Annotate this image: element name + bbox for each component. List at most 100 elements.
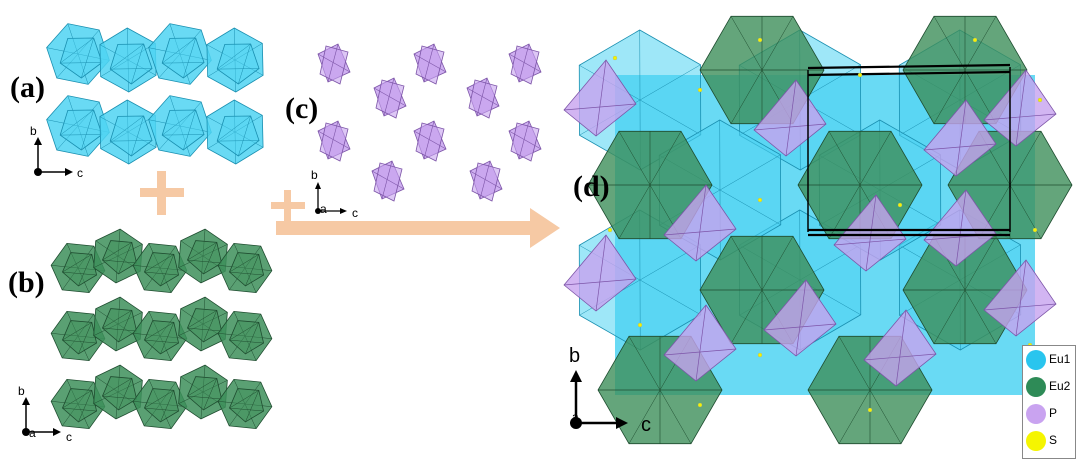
- eu2-polyhedron-inner: [186, 308, 223, 343]
- polyhedron-edge: [327, 120, 339, 160]
- polyhedron-edge: [144, 390, 174, 409]
- polyhedron-edge: [423, 120, 435, 160]
- panel-d-axis-b-label: b: [569, 345, 580, 367]
- panel-b-label: (b): [8, 266, 45, 299]
- legend-label: Eu1: [1049, 352, 1071, 366]
- p-tetrahedron: [319, 45, 349, 85]
- p-tetrahedron: [471, 162, 501, 202]
- polyhedron-edge: [160, 254, 175, 287]
- p-swatch-icon: [1026, 404, 1046, 424]
- s-atom: [897, 202, 903, 208]
- eu2-polyhedron-inner: [101, 308, 138, 343]
- eu2-polyhedron-inner: [101, 376, 138, 411]
- polyhedron-edge: [60, 109, 94, 136]
- polyhedron-edge: [102, 395, 137, 400]
- p-tetrahedron: [510, 45, 540, 85]
- eu2-polyhedron-inner: [228, 320, 265, 355]
- polyhedron-edge: [795, 279, 807, 357]
- polyhedron-edge: [187, 327, 222, 332]
- polyhedron-edge: [160, 322, 175, 355]
- panel-c-label: (c): [285, 92, 318, 125]
- polyhedron-edge: [60, 37, 94, 64]
- eu2-swatch-icon: [1026, 377, 1046, 397]
- eu1-polyhedron-inner: [109, 115, 153, 157]
- polyhedron-edge: [229, 339, 264, 344]
- panel-c-axis-b-label: b: [311, 168, 318, 182]
- legend: Eu1 Eu2 P S: [1022, 345, 1076, 459]
- s-atom: [697, 87, 703, 93]
- eu2-polyhedron-inner: [228, 252, 265, 287]
- polyhedron-edge: [60, 134, 103, 136]
- polyhedron-edge: [217, 43, 251, 70]
- eu1-polyhedron-inner: [161, 109, 205, 151]
- polyhedron-edge: [110, 115, 144, 142]
- polyhedron-edge: [217, 115, 251, 142]
- polyhedron-edge: [183, 109, 196, 151]
- p-tetrahedron: [319, 122, 349, 162]
- polyhedron-edge: [807, 70, 1011, 77]
- polyhedron-edge: [955, 189, 967, 267]
- s-atom: [1032, 227, 1038, 233]
- polyhedron-edge: [245, 254, 260, 287]
- polyhedron-edge: [476, 77, 488, 117]
- polyhedron-edge: [955, 99, 967, 177]
- polyhedron-edge: [183, 37, 196, 79]
- polyhedron-edge: [62, 339, 97, 344]
- polyhedron-edge: [62, 271, 97, 276]
- legend-label: P: [1049, 406, 1058, 420]
- polyhedron-edge: [78, 322, 93, 355]
- polyhedron-edge: [110, 43, 144, 70]
- polyhedron-edge: [229, 254, 259, 273]
- polyhedron-edge: [102, 327, 137, 332]
- polyhedron-edge: [162, 37, 196, 64]
- polyhedron-edge: [78, 390, 93, 423]
- polyhedron-edge: [144, 271, 179, 276]
- polyhedron-edge: [413, 53, 447, 73]
- polyhedron-edge: [229, 390, 259, 409]
- polyhedron-edge: [144, 407, 179, 412]
- panel-c-axis-c-label: c: [352, 206, 358, 220]
- s-atom: [612, 55, 618, 61]
- polyhedron-edge: [144, 339, 179, 344]
- panel-d-axis-a-label: a: [572, 410, 579, 424]
- polyhedron-edge: [508, 53, 542, 73]
- panel-b-axis-c-label: c: [66, 430, 72, 444]
- polyhedron-edge: [118, 378, 133, 411]
- polyhedron-edge: [62, 322, 92, 341]
- polyhedron-edge: [217, 68, 260, 70]
- polyhedron-edge: [373, 87, 407, 107]
- eu2-polyhedron-inner: [143, 252, 180, 287]
- eu2-polyhedron-inner: [186, 240, 223, 275]
- polyhedron-edge: [518, 120, 530, 160]
- polyhedron-edge: [110, 68, 153, 70]
- polyhedron-edge: [865, 194, 877, 272]
- s-atom: [757, 197, 763, 203]
- p-tetrahedron: [468, 79, 498, 119]
- eu2-polyhedron-inner: [186, 376, 223, 411]
- s-atom: [757, 352, 763, 358]
- polyhedron-edge: [60, 62, 103, 64]
- s-atom: [637, 322, 643, 328]
- panel-b-structure: [50, 228, 273, 430]
- polyhedron-edge: [595, 59, 607, 137]
- polyhedron-edge: [466, 87, 500, 107]
- s-atom: [697, 402, 703, 408]
- polyhedron-edge: [895, 309, 907, 387]
- polyhedron-edge: [160, 390, 175, 423]
- panel-a-axis: b c: [30, 124, 83, 180]
- s-atom: [972, 37, 978, 43]
- polyhedron-edge: [81, 37, 94, 79]
- polyhedron-edge: [371, 170, 405, 190]
- polyhedron-edge: [1015, 259, 1027, 337]
- polyhedron-edge: [78, 254, 93, 287]
- polyhedron-edge: [187, 259, 222, 264]
- polyhedron-edge: [144, 254, 174, 273]
- eu2-polyhedron-inner: [143, 320, 180, 355]
- plus-sign-ab: [140, 171, 184, 215]
- polyhedron-edge: [162, 109, 196, 136]
- eu2-polyhedron-inner: [101, 240, 138, 275]
- eu1-polyhedron-inner: [59, 109, 103, 151]
- panel-c-structure: [317, 43, 542, 202]
- polyhedron-edge: [229, 407, 264, 412]
- polyhedron-edge: [118, 242, 133, 275]
